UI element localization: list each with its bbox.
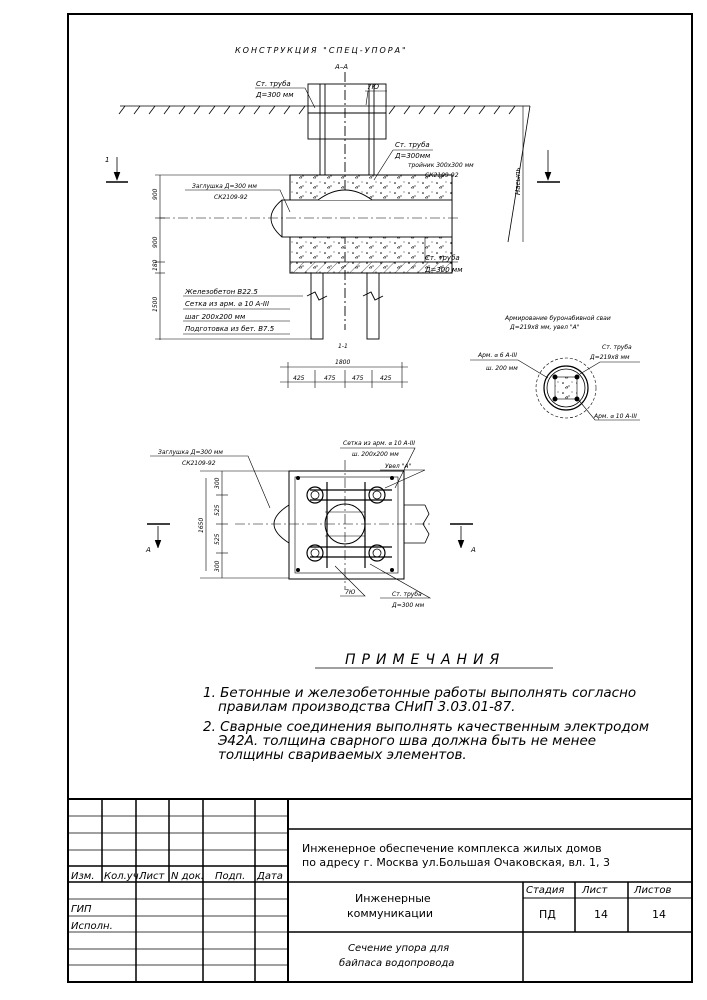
tb-sheets-header: Листов [633, 885, 671, 896]
dim-900a: 900 [152, 188, 159, 200]
a-marks [147, 523, 473, 549]
plug-label: Заглушка Д=300 мм [192, 183, 257, 190]
arm6-label: Арм. ⌀ 6 А-III [477, 352, 517, 359]
tb-col-data: Дата [256, 871, 283, 882]
plan-plug-label: Заглушка Д=300 мм [158, 449, 223, 456]
mesh-step-label: шаг 200х200 мм [185, 313, 246, 321]
mesh-label: Сетка из арм. ⌀ 10 А-III [185, 300, 269, 308]
sheet-frame [67, 13, 693, 983]
plan-plug-code: СК2109-92 [182, 460, 216, 467]
plan-525b: 525 [214, 533, 221, 545]
tb-col-izm: Изм. [71, 871, 95, 882]
pile-detail [470, 357, 640, 421]
section-mark-right [537, 150, 560, 183]
dim-1500: 1500 [152, 297, 159, 312]
tb-col-podp: Подп. [215, 871, 245, 882]
section-aa-label: А–А [334, 63, 348, 71]
tb-sheet-header: Лист [581, 885, 609, 896]
pile-pipe-label: Ст. труба [602, 344, 632, 351]
plan-525a: 525 [214, 504, 221, 516]
plug-code: СК2109-92 [214, 194, 248, 201]
plan-1650: 1650 [198, 518, 205, 533]
pile-sub: Д=219х8 мм, увел "А" [509, 324, 580, 331]
pipe-mid-label: Ст. труба [395, 141, 430, 149]
arm6-step: ш. 200 мм [486, 365, 518, 372]
notes-title: ПРИМЕЧАНИЯ [345, 652, 505, 668]
pipe-low-d: Д=300 мм [424, 266, 463, 274]
plan-300a: 300 [214, 477, 221, 489]
tb-stage-header: Стадия [526, 885, 564, 896]
title-block [68, 798, 692, 982]
section-11-label: 1-1 [338, 343, 348, 350]
tee-code: СК2109-92 [425, 172, 459, 179]
drawing-title: КОНСТРУКЦИЯ "СПЕЦ-УПОРА" [235, 46, 408, 55]
tb-stage: ПД [539, 908, 556, 921]
tb-ispoln: Исполн. [71, 921, 113, 932]
mark-a-right: А [470, 546, 476, 554]
prep-label: Подготовка из бет. В7.5 [185, 325, 275, 333]
plan-mesh-step: ш. 200х200 мм [352, 451, 399, 458]
tb-col-koluch: Кол.уч. [104, 871, 142, 882]
pipe-top-d: Д=300 мм [255, 91, 294, 99]
embankment-slope [507, 105, 531, 243]
p10-label: 7Ю [367, 83, 379, 91]
note-1-line-1: 1. Бетонные и железобетонные работы выпо… [203, 685, 636, 701]
pipe-top-label: Ст. труба [256, 80, 291, 88]
tb-sheet-title-line-1: Сечение упора для [348, 943, 449, 954]
horizontal-pipe [160, 189, 460, 238]
plan-pipe-d: Д=300 мм [391, 602, 425, 609]
mark-a-left: А [145, 546, 151, 554]
tee-label: тройник 300х300 мм [408, 162, 474, 169]
tb-col-list: Лист [138, 871, 166, 882]
concrete-label: Железобетон В22.5 [184, 288, 258, 296]
tb-project-line-2: по адресу г. Москва ул.Большая Очаковска… [302, 856, 610, 869]
plan-mesh-label: Сетка из арм. ⌀ 10 А-III [343, 440, 415, 447]
dim-475b: 475 [352, 375, 364, 382]
node-a-label: Увел "А" [385, 463, 411, 470]
arm10-label: Арм. ⌀ 10 А-III [593, 413, 637, 420]
dim-425a: 425 [293, 375, 305, 382]
dim-900b: 900 [152, 236, 159, 248]
section-mark-left [106, 157, 128, 183]
dim-180: 180 [152, 259, 159, 271]
note-2-line-1: 2. Сварные соединения выполнять качестве… [203, 719, 649, 735]
plan-dims [200, 470, 289, 579]
pile-title: Армирование буронабивной сваи [504, 315, 611, 322]
tb-col-ndok: N док. [171, 871, 204, 882]
dim-425b: 425 [380, 375, 392, 382]
tb-project-line-1: Инженерное обеспечение комплекса жилых д… [302, 842, 602, 855]
piles [306, 272, 384, 340]
plan-pipe-label: Ст. труба [392, 591, 422, 598]
plan-view [150, 447, 432, 599]
note-1-line-2: правилам производства СНиП 3.03.01-87. [218, 699, 515, 715]
dim-1800: 1800 [335, 359, 350, 366]
embankment-label: Насыпь [514, 167, 522, 195]
leaders-top [185, 87, 458, 263]
left-dimensions [155, 174, 311, 340]
dim-475a: 475 [324, 375, 336, 382]
tb-section-line-2: коммуникации [347, 907, 433, 920]
tb-sheet: 14 [594, 908, 608, 921]
plan-300b: 300 [214, 560, 221, 572]
tb-sheets: 14 [652, 908, 666, 921]
plan-p10: 7Ю [345, 589, 356, 596]
bottom-dims [280, 362, 408, 388]
tb-sheet-title-line-2: байпаса водопровода [339, 957, 454, 969]
note-2-line-2: Э42А. толщина сварного шва должна быть н… [217, 733, 596, 749]
spec-leaders [183, 295, 303, 335]
pipe-mid-d: Д=300мм [394, 152, 431, 160]
mark-1: 1 [105, 156, 109, 164]
tb-gip: ГИП [71, 904, 92, 915]
pipe-low-label: Ст. труба [425, 254, 460, 262]
note-2-line-3: толщины свариваемых элементов. [218, 747, 467, 763]
tb-section-line-1: Инженерные [355, 892, 431, 905]
pile-pipe-d: Д=219х8 мм [589, 354, 630, 361]
